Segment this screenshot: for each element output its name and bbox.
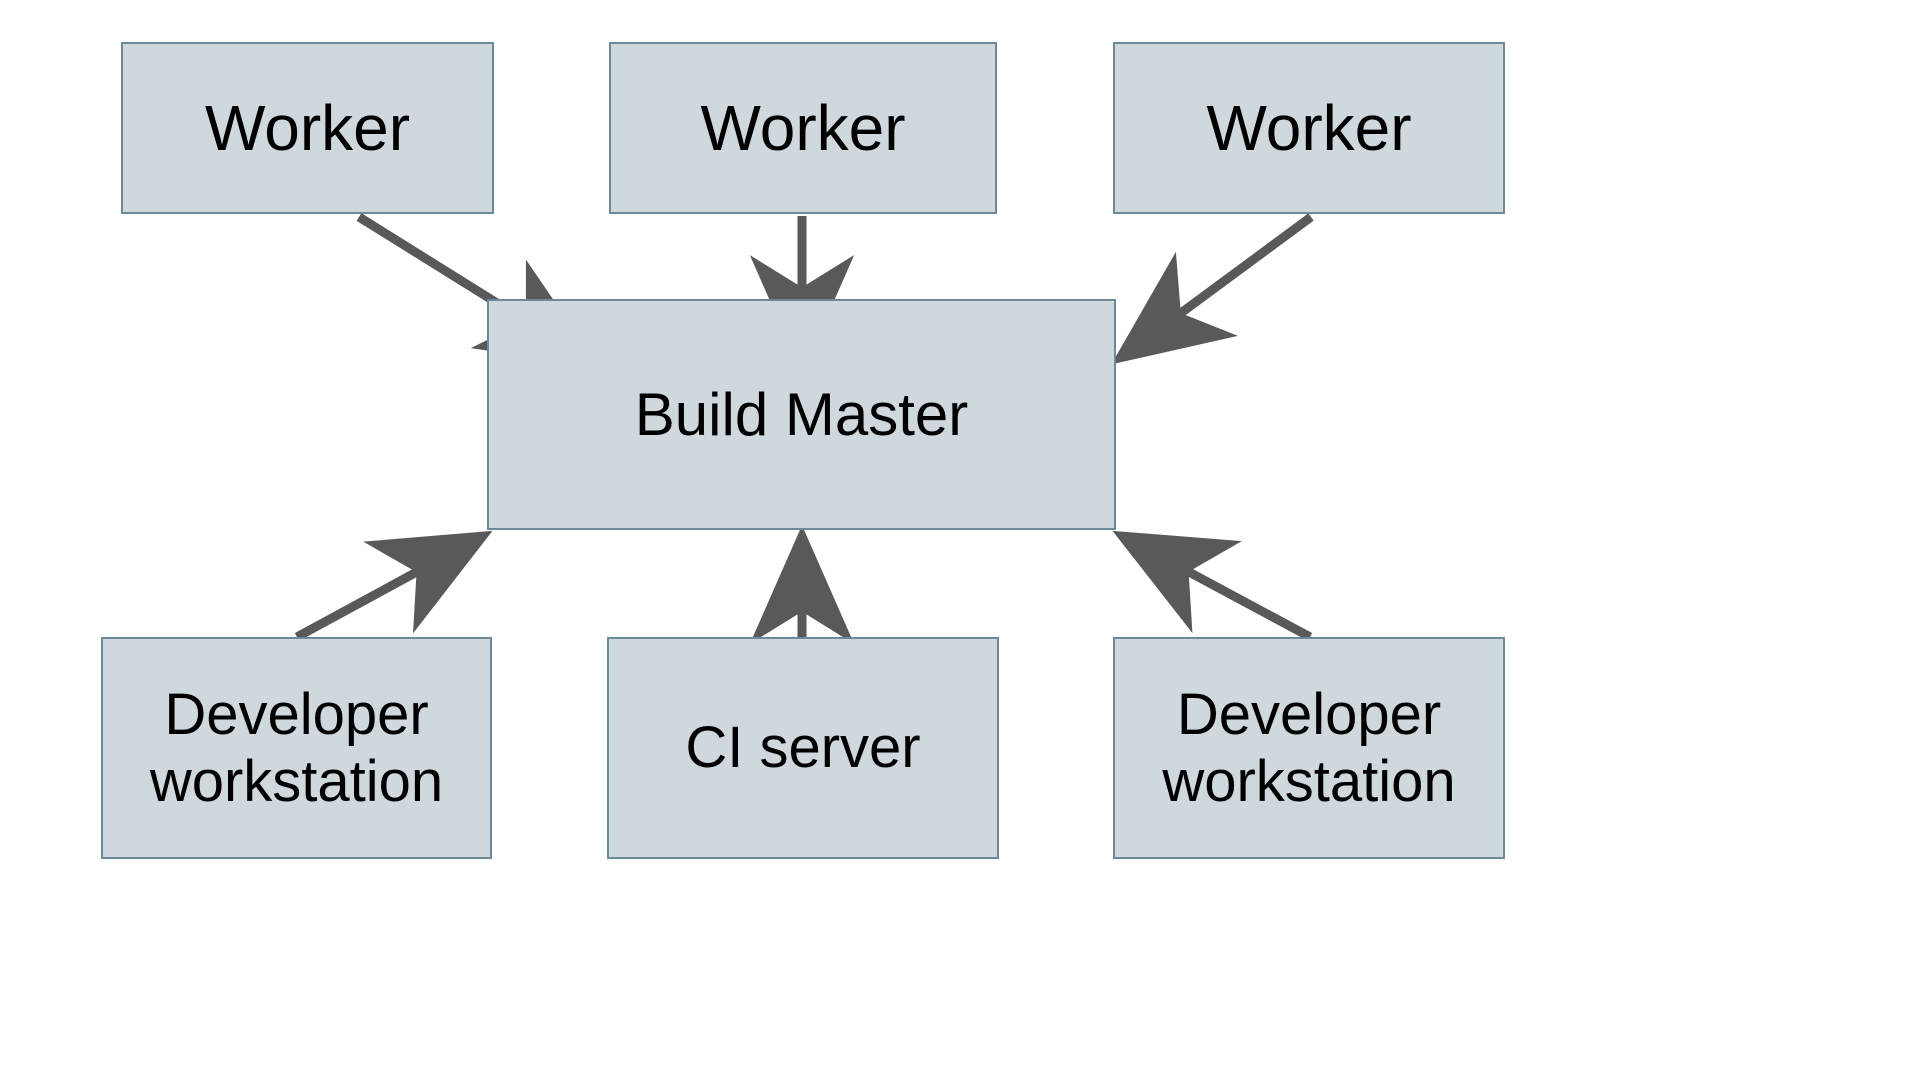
node-worker-2[interactable]: Worker: [609, 42, 997, 214]
node-build-master[interactable]: Build Master: [487, 299, 1116, 530]
node-developer-workstation-2[interactable]: Developer workstation: [1113, 637, 1505, 859]
node-developer-workstation-1[interactable]: Developer workstation: [101, 637, 492, 859]
edge-devws1-to-master: [294, 530, 493, 641]
node-worker-2-label: Worker: [700, 91, 906, 164]
node-ci-server-label: CI server: [685, 715, 921, 781]
node-worker-3-label: Worker: [1206, 91, 1412, 164]
node-ci-server[interactable]: CI server: [607, 637, 999, 859]
edge-devws2-to-master: [1112, 530, 1313, 641]
node-worker-1[interactable]: Worker: [121, 42, 494, 214]
edge-worker3-to-master: [1111, 213, 1314, 365]
node-worker-3[interactable]: Worker: [1113, 42, 1505, 214]
node-build-master-label: Build Master: [634, 380, 969, 448]
node-developer-workstation-2-label: Developer workstation: [1162, 681, 1456, 814]
node-worker-1-label: Worker: [204, 91, 411, 164]
node-developer-workstation-1-label: Developer workstation: [149, 681, 444, 814]
